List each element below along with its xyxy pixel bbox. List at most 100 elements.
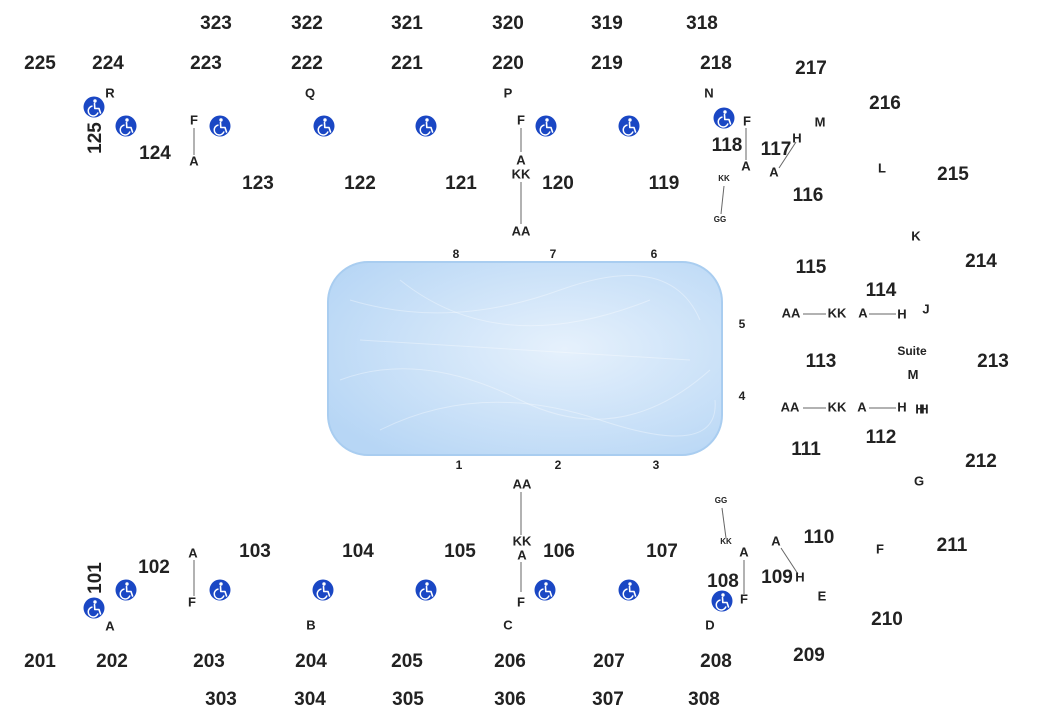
- row-label: H: [795, 569, 804, 584]
- row-label: GG: [714, 215, 726, 224]
- row-label: A: [517, 547, 527, 562]
- wheelchair-icon: [83, 96, 105, 118]
- section-206[interactable]: 206: [494, 651, 526, 672]
- section-123[interactable]: 123: [242, 173, 274, 194]
- section-114[interactable]: 114: [866, 280, 897, 301]
- section-202[interactable]: 202: [96, 651, 128, 672]
- section-115[interactable]: 115: [796, 257, 827, 278]
- section-323[interactable]: 323: [200, 13, 232, 34]
- row-label: D: [705, 617, 714, 632]
- section-104[interactable]: 104: [342, 541, 374, 562]
- row-label: A: [771, 533, 781, 548]
- row-label: KK: [828, 399, 847, 414]
- row-label: C: [503, 617, 513, 632]
- section-305[interactable]: 305: [392, 689, 424, 710]
- section-211[interactable]: 211: [937, 535, 968, 556]
- section-108[interactable]: 108: [707, 571, 739, 592]
- section-320[interactable]: 320: [492, 13, 524, 34]
- section-106[interactable]: 106: [543, 541, 575, 562]
- section-125[interactable]: 125: [85, 122, 106, 154]
- section-117[interactable]: 117: [761, 139, 792, 160]
- section-306[interactable]: 306: [494, 689, 526, 710]
- wheelchair-icon: [115, 579, 137, 601]
- wheelchair-icon: [115, 115, 137, 137]
- row-label: AA: [512, 223, 531, 238]
- row-label: H: [897, 306, 906, 321]
- row-label: F: [876, 541, 884, 556]
- section-219[interactable]: 219: [591, 53, 623, 74]
- section-318[interactable]: 318: [686, 13, 718, 34]
- section-321[interactable]: 321: [391, 13, 423, 34]
- section-101[interactable]: 101: [85, 562, 106, 594]
- section-304[interactable]: 304: [294, 689, 326, 710]
- section-307[interactable]: 307: [592, 689, 624, 710]
- wheelchair-icon: [711, 590, 733, 612]
- row-label: A: [516, 152, 526, 167]
- section-203[interactable]: 203: [193, 651, 225, 672]
- section-224[interactable]: 224: [92, 53, 124, 74]
- row-label: F: [740, 591, 748, 606]
- row-label: H: [897, 399, 906, 414]
- row-label: A: [857, 399, 867, 414]
- row-label: A: [189, 153, 199, 168]
- suite-row-label: M: [908, 367, 919, 382]
- section-218[interactable]: 218: [700, 53, 732, 74]
- section-308[interactable]: 308: [688, 689, 720, 710]
- section-204[interactable]: 204: [295, 651, 327, 672]
- row-label: A: [741, 158, 751, 173]
- section-207[interactable]: 207: [593, 651, 625, 672]
- section-222[interactable]: 222: [291, 53, 323, 74]
- section-102[interactable]: 102: [138, 557, 170, 578]
- section-112[interactable]: 112: [866, 427, 897, 448]
- section-116[interactable]: 116: [793, 185, 824, 206]
- gate-8: 8: [453, 247, 460, 261]
- section-212[interactable]: 212: [965, 451, 997, 472]
- section-208[interactable]: 208: [700, 651, 732, 672]
- section-120[interactable]: 120: [542, 173, 574, 194]
- section-303[interactable]: 303: [205, 689, 237, 710]
- section-121[interactable]: 121: [445, 173, 477, 194]
- section-221[interactable]: 221: [391, 53, 423, 74]
- section-319[interactable]: 319: [591, 13, 623, 34]
- section-322[interactable]: 322: [291, 13, 323, 34]
- section-107[interactable]: 107: [646, 541, 678, 562]
- section-124[interactable]: 124: [139, 143, 171, 164]
- section-118[interactable]: 118: [712, 135, 743, 156]
- section-215[interactable]: 215: [937, 164, 969, 185]
- section-214[interactable]: 214: [965, 251, 997, 272]
- section-111[interactable]: 111: [791, 439, 821, 460]
- section-109[interactable]: 109: [761, 567, 793, 588]
- rink: [327, 261, 723, 456]
- gate-3: 3: [653, 458, 660, 472]
- gate-6: 6: [651, 247, 658, 261]
- section-216[interactable]: 216: [869, 93, 901, 114]
- gate-5: 5: [739, 317, 746, 331]
- section-110[interactable]: 110: [804, 527, 835, 548]
- wheelchair-icon: [618, 115, 640, 137]
- section-225[interactable]: 225: [24, 53, 56, 74]
- section-119[interactable]: 119: [649, 173, 680, 194]
- section-105[interactable]: 105: [444, 541, 476, 562]
- row-label: KK: [720, 537, 732, 546]
- section-209[interactable]: 209: [793, 645, 825, 666]
- section-201[interactable]: 201: [24, 651, 56, 672]
- gate-1: 1: [456, 458, 463, 472]
- section-220[interactable]: 220: [492, 53, 524, 74]
- row-label: H: [915, 401, 924, 416]
- row-label: Q: [305, 85, 315, 100]
- wheelchair-icon: [618, 579, 640, 601]
- section-113[interactable]: 113: [806, 351, 837, 372]
- section-122[interactable]: 122: [344, 173, 376, 194]
- row-label: B: [306, 617, 315, 632]
- wheelchair-icon: [535, 115, 557, 137]
- row-label: A: [769, 164, 779, 179]
- wheelchair-icon: [313, 115, 335, 137]
- section-205[interactable]: 205: [391, 651, 423, 672]
- section-217[interactable]: 217: [795, 58, 827, 79]
- section-223[interactable]: 223: [190, 53, 222, 74]
- section-103[interactable]: 103: [239, 541, 271, 562]
- section-213[interactable]: 213: [977, 351, 1009, 372]
- wheelchair-icon: [713, 107, 735, 129]
- section-210[interactable]: 210: [871, 609, 903, 630]
